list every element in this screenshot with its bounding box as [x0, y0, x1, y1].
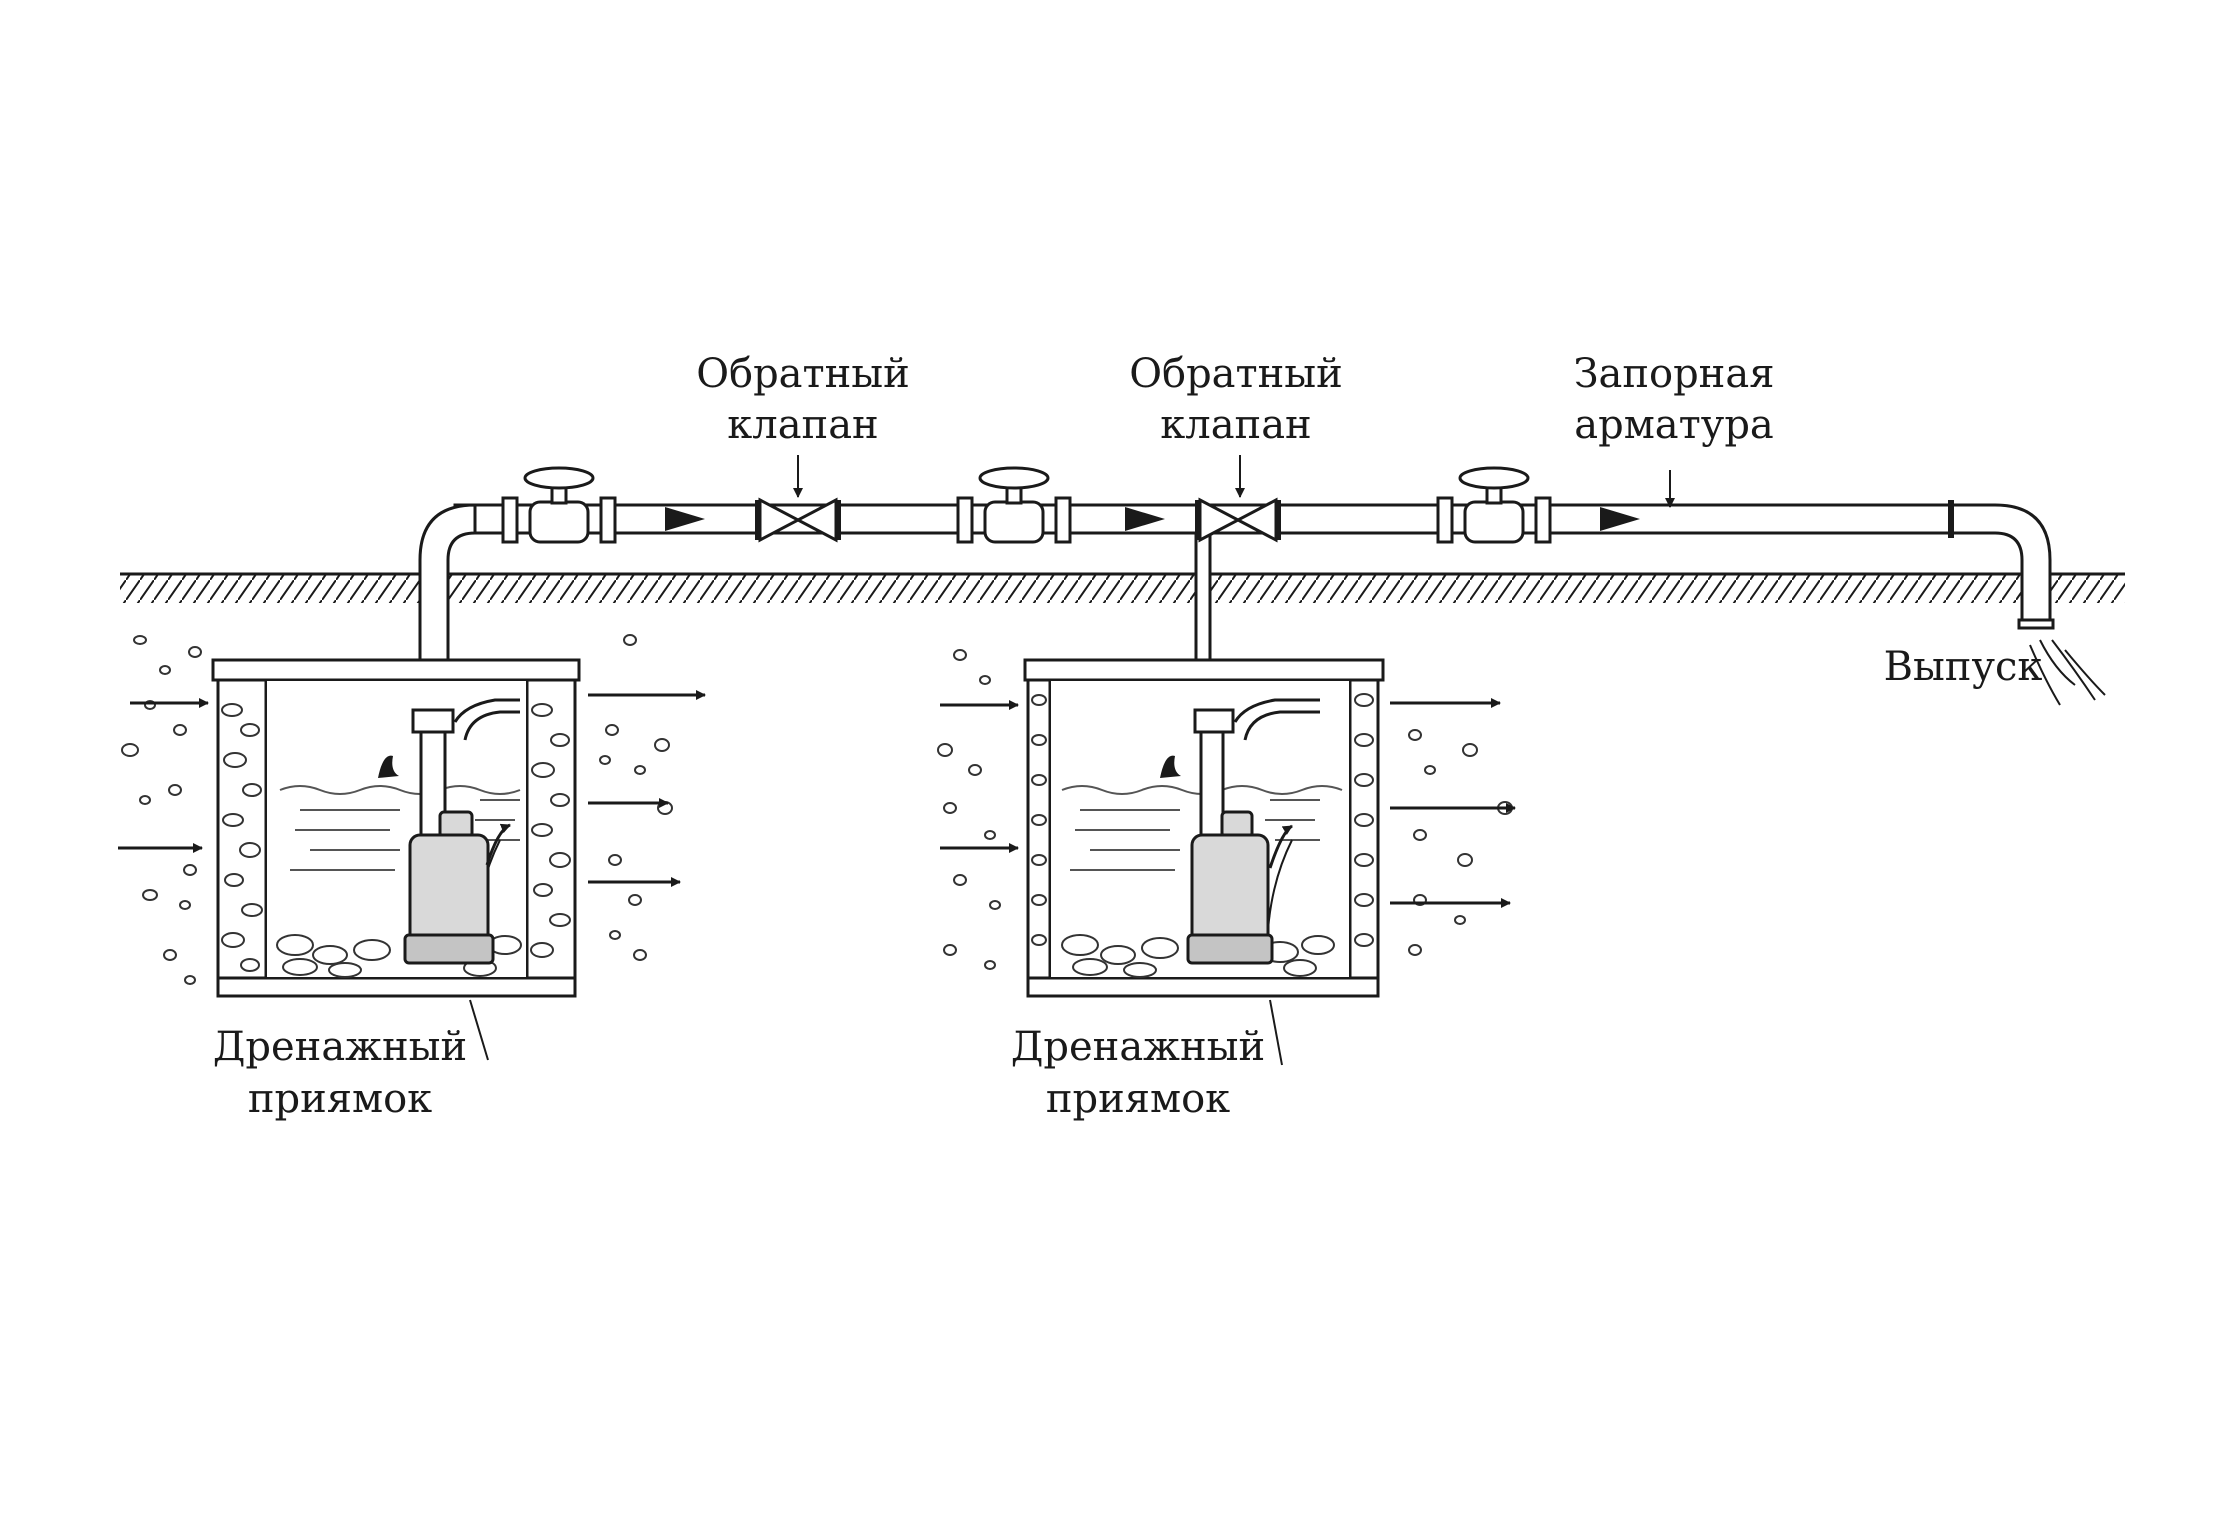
- svg-text:Запорная: Запорная: [1574, 351, 1775, 397]
- label-pointers: [469, 455, 1675, 1066]
- svg-text:Дренажный: Дренажный: [213, 1024, 467, 1070]
- ground: [120, 572, 2125, 603]
- svg-text:Обратный: Обратный: [1129, 351, 1343, 397]
- pump-1: [403, 708, 511, 965]
- svg-text:приямок: приямок: [1046, 1076, 1230, 1122]
- label-shutoff-valve: Запорная арматура: [1574, 351, 1775, 448]
- pipe-flow-arrows: [665, 507, 1640, 531]
- check-valve-1: [755, 497, 841, 543]
- svg-text:приямок: приямок: [248, 1076, 432, 1122]
- svg-text:клапан: клапан: [1160, 402, 1311, 448]
- soil-particles: [121, 634, 1513, 985]
- seepage-arrows: [118, 690, 1516, 908]
- label-sump-2: Дренажный приямок: [1011, 1024, 1265, 1122]
- check-valve-2: [1195, 497, 1281, 543]
- sump-2: [1023, 658, 1385, 998]
- svg-text:Выпуск: Выпуск: [1884, 644, 2043, 690]
- label-outlet: Выпуск: [1884, 644, 2043, 690]
- label-sump-1: Дренажный приямок: [213, 1024, 467, 1122]
- label-check-valve-1: Обратный клапан: [696, 351, 910, 448]
- sump-1: [211, 658, 581, 998]
- gate-valve-1: [501, 466, 617, 544]
- svg-text:Дренажный: Дренажный: [1011, 1024, 1265, 1070]
- label-check-valve-2: Обратный клапан: [1129, 351, 1343, 448]
- pump-2: [1186, 708, 1293, 965]
- gravel-fill: [221, 703, 571, 978]
- gate-valve-2: [956, 466, 1072, 544]
- svg-text:Обратный: Обратный: [696, 351, 910, 397]
- water-level: [279, 755, 521, 871]
- svg-text:арматура: арматура: [1574, 402, 1774, 448]
- outlet-water: [2029, 639, 2106, 706]
- svg-text:клапан: клапан: [727, 402, 878, 448]
- gate-valve-3: [1436, 466, 1552, 544]
